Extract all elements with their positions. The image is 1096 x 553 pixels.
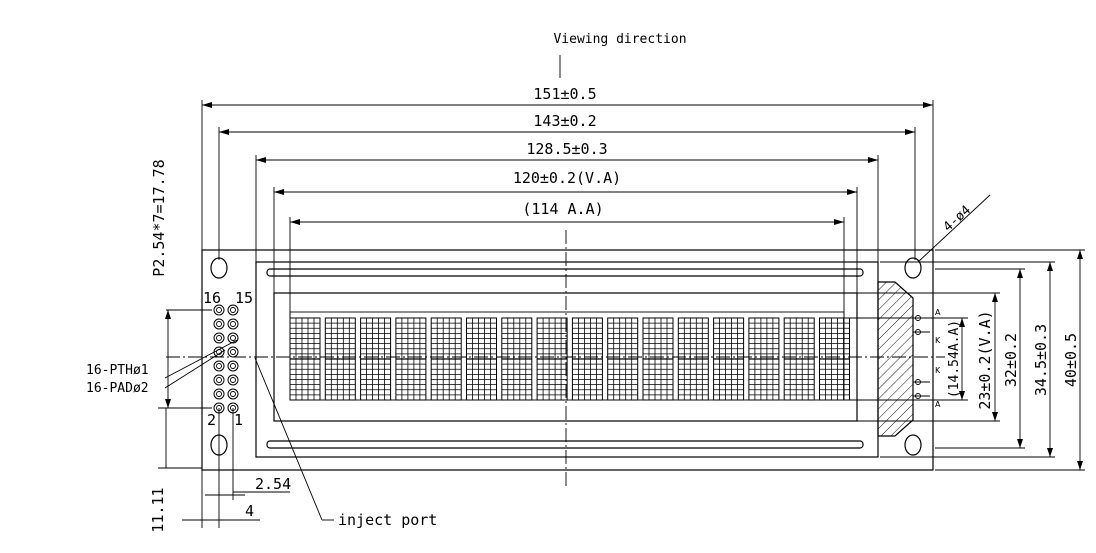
pin-pad bbox=[227, 318, 239, 330]
mounting-hole bbox=[904, 434, 922, 456]
backlight-label-k-bottom: K bbox=[935, 366, 941, 375]
pin-2-label: 2 bbox=[207, 411, 216, 429]
backlight-label-k-top: K bbox=[935, 336, 941, 345]
dim-4-text: 4 bbox=[245, 502, 254, 520]
character-grid bbox=[289, 317, 850, 401]
dim-32: 32±0.2 bbox=[935, 268, 1025, 449]
pcb-outline bbox=[201, 249, 934, 471]
dim-11-11: 11.11 bbox=[149, 407, 212, 533]
top-seal-strip bbox=[266, 268, 864, 277]
backlight-pins: A K K A bbox=[913, 308, 941, 409]
pth-label: 16-PTHø1 bbox=[86, 363, 149, 378]
dim-34-5: 34.5±0.3 bbox=[880, 261, 1055, 458]
dim-2-54-text: 2.54 bbox=[255, 475, 291, 493]
pin-pad bbox=[227, 346, 239, 358]
pin-pad bbox=[227, 360, 239, 372]
dim-14-54-text: (14.54A.A) bbox=[947, 320, 962, 398]
pin-1-label: 1 bbox=[234, 411, 243, 429]
holes-callout-text: 4-ø4 bbox=[941, 203, 974, 235]
dim-34-5-text: 34.5±0.3 bbox=[1032, 324, 1050, 396]
pin-pad bbox=[227, 374, 239, 386]
inject-port-callout: inject port bbox=[254, 357, 437, 529]
dim-128: 128.5±0.3 bbox=[255, 140, 879, 262]
character-cell bbox=[607, 317, 639, 401]
dim-32-text: 32±0.2 bbox=[1002, 333, 1020, 387]
inject-port-label: inject port bbox=[338, 511, 437, 529]
holes-callout: 4-ø4 bbox=[917, 194, 991, 263]
mounting-hole bbox=[904, 257, 922, 279]
character-cell bbox=[536, 317, 568, 401]
pin-pad bbox=[227, 304, 239, 316]
dim-143: 143±0.2 bbox=[218, 112, 916, 260]
backlight-label-a-bottom: A bbox=[935, 400, 941, 409]
pin-pad bbox=[213, 318, 225, 330]
character-cell bbox=[783, 317, 815, 401]
pin-header bbox=[213, 304, 239, 414]
character-cell bbox=[819, 317, 850, 401]
character-cell bbox=[642, 317, 674, 401]
dim-40: 40±0.5 bbox=[935, 249, 1085, 471]
character-cell bbox=[289, 317, 321, 401]
dim-4: 4 bbox=[182, 470, 260, 528]
pad-label: 16-PADø2 bbox=[86, 381, 149, 396]
dim-120: 120±0.2(V.A) bbox=[273, 169, 858, 312]
dim-151: 151±0.5 bbox=[201, 85, 934, 250]
dim-14-54: (14.54A.A) bbox=[845, 317, 968, 401]
pin-pad bbox=[213, 374, 225, 386]
character-cell bbox=[324, 317, 356, 401]
viewing-direction-label: Viewing direction bbox=[553, 32, 686, 47]
character-cell bbox=[360, 317, 392, 401]
character-cell bbox=[501, 317, 533, 401]
dim-pitch: P2.54*7=17.78 bbox=[150, 159, 212, 409]
mounting-hole bbox=[210, 257, 228, 279]
pin-pad bbox=[213, 304, 225, 316]
pin-pad bbox=[213, 388, 225, 400]
dim-114: (114 A.A) bbox=[289, 200, 845, 318]
dim-2-54: 2.54 bbox=[205, 408, 291, 500]
character-cell bbox=[430, 317, 462, 401]
character-cell bbox=[395, 317, 427, 401]
dim-23: 23±0.2(V.A) bbox=[857, 292, 1000, 422]
pin-15-label: 15 bbox=[235, 289, 253, 307]
dim-11-11-text: 11.11 bbox=[149, 487, 167, 532]
dim-128-text: 128.5±0.3 bbox=[526, 140, 607, 158]
dim-143-text: 143±0.2 bbox=[533, 112, 596, 130]
character-cell bbox=[713, 317, 745, 401]
backlight-label-a-top: A bbox=[935, 308, 941, 317]
character-cell bbox=[571, 317, 603, 401]
character-cell bbox=[466, 317, 497, 401]
pin-pad bbox=[213, 360, 225, 372]
dim-40-text: 40±0.5 bbox=[1062, 333, 1080, 387]
dim-pitch-text: P2.54*7=17.78 bbox=[150, 159, 168, 276]
pin-16-label: 16 bbox=[203, 289, 221, 307]
pin-pad bbox=[213, 332, 225, 344]
bottom-seal-strip bbox=[266, 440, 864, 449]
pin-pad bbox=[227, 388, 239, 400]
backlight-connector-hatch bbox=[877, 281, 914, 437]
pin-pad bbox=[227, 332, 239, 344]
dim-23-text: 23±0.2(V.A) bbox=[976, 310, 994, 409]
pin-callout: 16-PTHø1 16-PADø2 bbox=[86, 339, 238, 396]
character-cell bbox=[748, 317, 780, 401]
dim-114-text: (114 A.A) bbox=[522, 200, 603, 218]
character-cell bbox=[677, 317, 709, 401]
dim-120-text: 120±0.2(V.A) bbox=[513, 169, 621, 187]
dim-151-text: 151±0.5 bbox=[533, 85, 596, 103]
